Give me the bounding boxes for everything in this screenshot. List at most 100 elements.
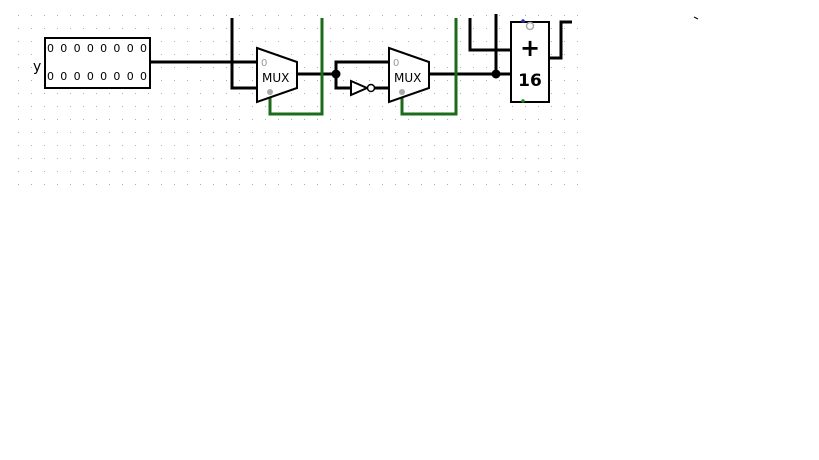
grid-dot (226, 80, 227, 81)
grid-dot (395, 41, 396, 42)
grid-dot (304, 132, 305, 133)
mux1[interactable]: 0 MUX (256, 46, 298, 104)
grid-dot (161, 106, 162, 107)
grid-dot (122, 93, 123, 94)
grid-dot (317, 15, 318, 16)
grid-dot (421, 54, 422, 55)
grid-dot (564, 41, 565, 42)
grid-dot (226, 28, 227, 29)
grid-dot (174, 54, 175, 55)
grid-dot (109, 119, 110, 120)
grid-dot (330, 106, 331, 107)
grid-dot (161, 171, 162, 172)
grid-dot (200, 158, 201, 159)
grid-dot (395, 106, 396, 107)
grid-dot (57, 145, 58, 146)
grid-dot (213, 28, 214, 29)
grid-dot (512, 145, 513, 146)
wire-mux2-select[interactable] (400, 18, 458, 116)
adder-16bit[interactable]: + 16 (510, 19, 550, 103)
grid-dot (57, 93, 58, 94)
grid-dot (187, 41, 188, 42)
grid-dot (499, 15, 500, 16)
grid-dot (200, 41, 201, 42)
input-register-y[interactable]: y 0 0 0 0 0 0 0 0 0 0 0 0 0 0 0 0 (33, 37, 151, 89)
grid-dot (213, 93, 214, 94)
grid-dot (70, 132, 71, 133)
grid-dot (343, 119, 344, 120)
grid-dot (161, 15, 162, 16)
grid-dot (421, 106, 422, 107)
grid-dot (343, 171, 344, 172)
grid-dot (369, 184, 370, 185)
grid-dot (317, 132, 318, 133)
wire-adder-a-in[interactable] (468, 18, 512, 52)
grid-dot (174, 132, 175, 133)
grid-dot (187, 54, 188, 55)
grid-dot (226, 15, 227, 16)
grid-dot (31, 132, 32, 133)
mux2[interactable]: 0 MUX (388, 46, 430, 104)
wire-mux1-select[interactable] (268, 18, 324, 116)
adder-symbol: + (520, 34, 540, 62)
grid-dot (395, 158, 396, 159)
grid-dot (382, 158, 383, 159)
grid-dot (109, 158, 110, 159)
grid-dot (122, 171, 123, 172)
grid-dot (252, 28, 253, 29)
grid-dot (447, 158, 448, 159)
grid-dot (252, 171, 253, 172)
wire-split-to-not[interactable] (334, 74, 350, 90)
grid-dot (291, 106, 292, 107)
grid-dot (31, 15, 32, 16)
grid-dot (382, 184, 383, 185)
grid-dot (239, 119, 240, 120)
grid-dot (148, 132, 149, 133)
grid-dot (200, 28, 201, 29)
grid-dot (161, 41, 162, 42)
grid-dot (239, 106, 240, 107)
wire-bus-top-mux1[interactable] (230, 18, 258, 90)
grid-dot (395, 145, 396, 146)
grid-dot (174, 67, 175, 68)
grid-dot (551, 132, 552, 133)
grid-dot (161, 145, 162, 146)
grid-dot (109, 93, 110, 94)
grid-dot (174, 80, 175, 81)
grid-dot (226, 67, 227, 68)
grid-dot (486, 184, 487, 185)
grid-dot (200, 106, 201, 107)
grid-dot (148, 15, 149, 16)
grid-dot (434, 54, 435, 55)
grid-dot (499, 132, 500, 133)
grid-dot (96, 119, 97, 120)
grid-dot (551, 171, 552, 172)
grid-dot (226, 106, 227, 107)
grid-dot (226, 119, 227, 120)
grid-dot (499, 119, 500, 120)
not-gate[interactable] (350, 79, 376, 97)
grid-dot (252, 145, 253, 146)
grid-dot (421, 41, 422, 42)
grid-dot (226, 145, 227, 146)
grid-dot (135, 171, 136, 172)
grid-dot (408, 106, 409, 107)
grid-dot (304, 54, 305, 55)
grid-dot (174, 106, 175, 107)
grid-dot (70, 93, 71, 94)
grid-dot (57, 184, 58, 185)
grid-dot (83, 93, 84, 94)
wire-adder-out[interactable] (549, 20, 572, 60)
grid-dot (31, 171, 32, 172)
grid-dot (577, 93, 578, 94)
grid-dot (447, 67, 448, 68)
grid-dot (356, 158, 357, 159)
grid-dot (96, 106, 97, 107)
grid-dot (148, 145, 149, 146)
grid-dot (473, 28, 474, 29)
grid-dot (577, 184, 578, 185)
grid-dot (148, 184, 149, 185)
grid-dot (486, 54, 487, 55)
grid-dot (382, 119, 383, 120)
